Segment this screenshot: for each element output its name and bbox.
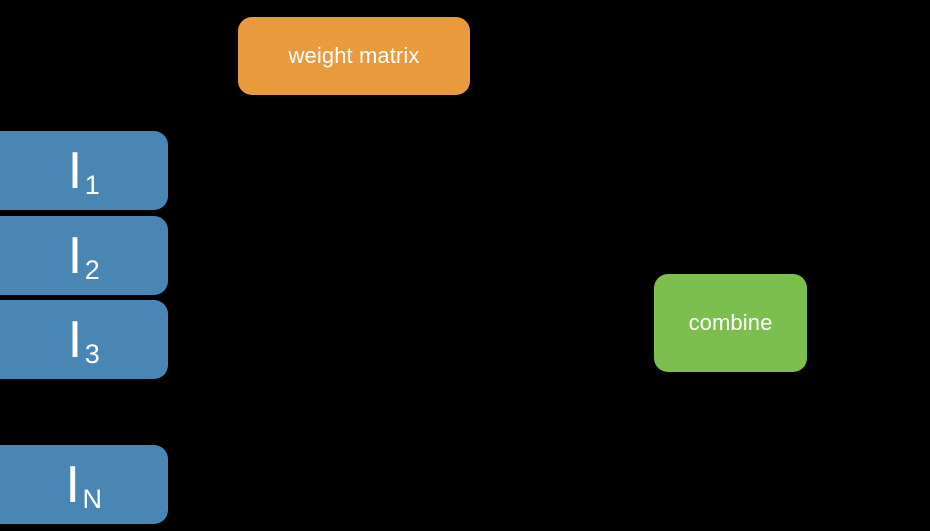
node-input-1-base: I: [67, 141, 83, 200]
node-input-n-base: I: [65, 455, 81, 514]
node-combine-label: combine: [688, 310, 773, 335]
node-input-2-subscript: 2: [84, 254, 101, 285]
node-weight-matrix-label: weight matrix: [288, 43, 420, 68]
node-input-3-subscript: 3: [84, 338, 101, 369]
node-input-1-subscript: 1: [84, 169, 101, 200]
node-input-3-base: I: [67, 310, 83, 369]
node-weight-matrix[interactable]: weight matrix: [238, 17, 470, 95]
node-combine[interactable]: combine: [654, 274, 807, 372]
node-input-2-base: I: [67, 226, 83, 285]
node-input-n-subscript: N: [82, 483, 103, 514]
